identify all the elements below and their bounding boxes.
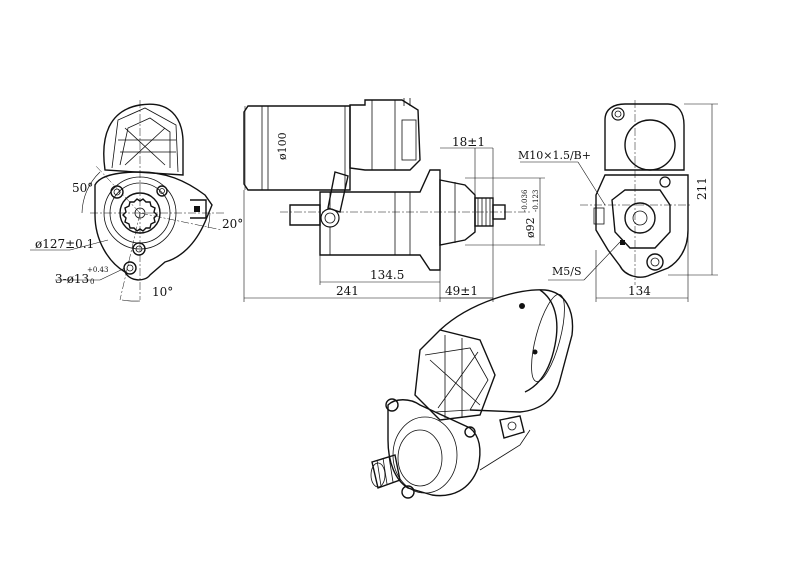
- holes-tol-lower: 0: [90, 278, 94, 286]
- motor-diameter-label: ø100: [276, 132, 289, 160]
- pilot-tol-upper: -0.036: [521, 189, 529, 212]
- length-nose-label: 49±1: [445, 284, 478, 298]
- pilot-tol-lower: -0.123: [532, 190, 540, 212]
- holes-label: 3-ø13: [55, 272, 89, 286]
- rear-view: M10×1.5/B+ M5/S 134 211: [518, 100, 718, 302]
- length-mid-label: 134.5: [370, 268, 404, 282]
- terminal-s-label: M5/S: [552, 265, 582, 278]
- length-total-label: 241: [336, 284, 359, 298]
- front-angle-top-label: 50°: [72, 181, 93, 195]
- rear-width-label: 134: [628, 284, 651, 298]
- front-view: 50° 20° 10° ø127±0.1 3-ø13 +0.43 0: [30, 100, 243, 302]
- front-angle-right-label: 20°: [222, 217, 243, 231]
- rear-height-label: 211: [695, 177, 709, 200]
- flange-diameter-label: ø127±0.1: [35, 237, 94, 251]
- side-view: ø100 18±1 ø92 -0.036 -0.123 134.5 241 49…: [243, 98, 545, 302]
- holes-tol-upper: +0.43: [87, 266, 108, 274]
- front-angle-bottom-label: 10°: [152, 285, 173, 299]
- pilot-diameter-label: ø92: [524, 217, 537, 238]
- isometric-view: [370, 289, 574, 499]
- terminal-b-label: M10×1.5/B+: [518, 149, 591, 162]
- pinion-offset-label: 18±1: [452, 135, 485, 149]
